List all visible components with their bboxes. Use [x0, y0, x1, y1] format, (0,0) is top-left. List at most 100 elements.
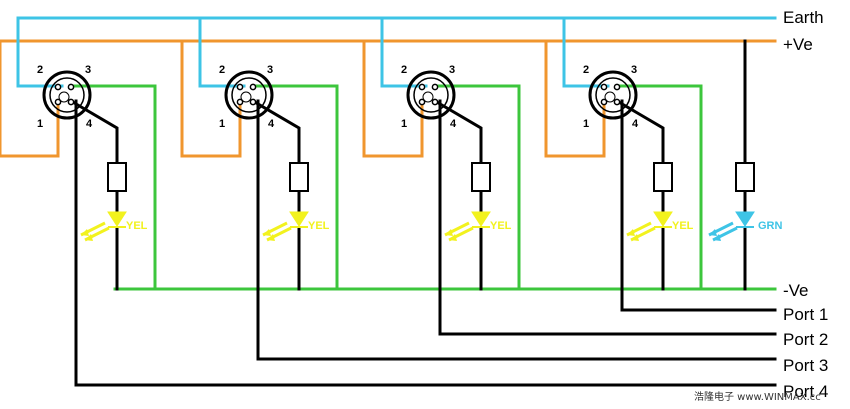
connector-1-pin-3	[67, 83, 75, 91]
led-1-arrowhead-1	[81, 229, 89, 236]
connector-2-pin-4	[249, 98, 257, 106]
connector-1-pin-label-4: 4	[86, 118, 93, 130]
connector-4-pin-label-4: 4	[632, 118, 639, 130]
led-label-1: YEL	[126, 220, 148, 232]
watermark-text: 浩隆电子 www.WINMAX.cc	[694, 390, 821, 403]
led-4-arrowhead-1	[627, 229, 635, 236]
resistor-lead-top-4	[614, 98, 665, 165]
connector-3-pin-3	[431, 83, 439, 91]
negative-drop-4	[615, 84, 703, 291]
connector-1-pin-label-2: 2	[37, 64, 43, 76]
resistor-2	[289, 162, 309, 192]
led-4-arrowhead-2	[631, 234, 639, 241]
connector-inner-ring-3	[413, 77, 449, 113]
signal-wire-1	[74, 99, 777, 387]
resistor-lead-top-2	[250, 98, 301, 165]
power-led-arrowhead-2	[713, 234, 721, 241]
resistor-lead-top-1	[68, 98, 119, 165]
led-label-4: YEL	[672, 220, 694, 232]
positive-loop-1	[0, 39, 60, 158]
connector-1-pin-4	[67, 98, 75, 106]
connector-1-pin-label-1: 1	[37, 118, 43, 130]
connector-2-pin-label-2: 2	[219, 64, 225, 76]
power-led-triangle	[735, 211, 755, 227]
port3-label: Port 3	[783, 356, 828, 375]
led-2	[262, 211, 309, 242]
power-led-label: GRN	[758, 220, 783, 232]
connector-inner-ring-4	[595, 77, 631, 113]
connector-4-pin-1	[600, 98, 608, 106]
led-1-arrowhead-2	[85, 234, 93, 241]
connector-center-4	[604, 91, 616, 103]
signal-wire-4	[620, 99, 777, 312]
connector-center-3	[422, 91, 434, 103]
led-label-2: YEL	[308, 220, 330, 232]
connector-1-pin-1	[54, 98, 62, 106]
connector-2-pin-label-1: 1	[219, 118, 225, 130]
connector-outer-ring-4	[588, 70, 638, 120]
led-label-3: YEL	[490, 220, 512, 232]
resistor-lead-top-3	[432, 98, 483, 165]
connector-3: 1 2 3 4	[401, 64, 457, 130]
resistor-1	[107, 162, 127, 192]
connector-2-pin-3	[249, 83, 257, 91]
connector-4-pin-2	[600, 83, 608, 91]
led-1-triangle	[107, 211, 127, 227]
led-2-arrowhead-2	[267, 234, 275, 241]
led-4	[626, 211, 673, 242]
connector-center-1	[58, 91, 70, 103]
earth-rail-label: Earth	[783, 8, 824, 27]
connector-2-pin-label-3: 3	[267, 64, 273, 76]
connector-2-pin-1	[236, 98, 244, 106]
signal-wire-3	[438, 99, 777, 336]
connector-3-pin-label-2: 2	[401, 64, 407, 76]
positive-loop-4	[544, 39, 606, 158]
led-3-arrowhead-2	[449, 234, 457, 241]
negative-drop-3	[433, 84, 521, 291]
connector-1: 1 2 3 4	[37, 64, 93, 130]
signal-wire-2	[256, 99, 777, 361]
led-3	[444, 211, 491, 242]
led-3-arrowhead-1	[445, 229, 453, 236]
power-led	[708, 211, 755, 242]
connector-2: 1 2 3 4	[219, 64, 275, 130]
led-4-triangle	[653, 211, 673, 227]
connector-inner-ring-1	[49, 77, 85, 113]
port2-label: Port 2	[783, 330, 828, 349]
port4-label: Port 4	[783, 382, 828, 401]
connector-4-pin-4	[613, 98, 621, 106]
connector-3-pin-4	[431, 98, 439, 106]
led-2-arrowhead-1	[263, 229, 271, 236]
led-1	[80, 211, 127, 242]
connector-1-pin-label-3: 3	[85, 64, 91, 76]
resistor-3	[471, 162, 491, 192]
connector-3-pin-label-3: 3	[449, 64, 455, 76]
positive-loop-3	[362, 39, 424, 158]
power-led-arrowhead-1	[709, 229, 717, 236]
connector-outer-ring-2	[224, 70, 274, 120]
port1-label: Port 1	[783, 305, 828, 324]
power-resistor	[735, 162, 755, 192]
connector-3-pin-label-4: 4	[450, 118, 457, 130]
led-3-triangle	[471, 211, 491, 227]
positive-rail-label: +Ve	[783, 35, 813, 54]
connector-outer-ring-1	[42, 70, 92, 120]
connector-3-pin-2	[418, 83, 426, 91]
connector-2-pin-label-4: 4	[268, 118, 275, 130]
connector-1-pin-2	[54, 83, 62, 91]
negative-drop-1	[69, 84, 157, 291]
connector-4-pin-label-3: 3	[631, 64, 637, 76]
connector-4-pin-3	[613, 83, 621, 91]
connector-inner-ring-2	[231, 77, 267, 113]
led-2-triangle	[289, 211, 309, 227]
negative-rail-label: -Ve	[783, 281, 809, 300]
connector-3-pin-1	[418, 98, 426, 106]
connector-2-pin-2	[236, 83, 244, 91]
connector-center-2	[240, 91, 252, 103]
connector-3-pin-label-1: 1	[401, 118, 407, 130]
negative-drop-2	[251, 84, 339, 291]
connector-4-pin-label-2: 2	[583, 64, 589, 76]
